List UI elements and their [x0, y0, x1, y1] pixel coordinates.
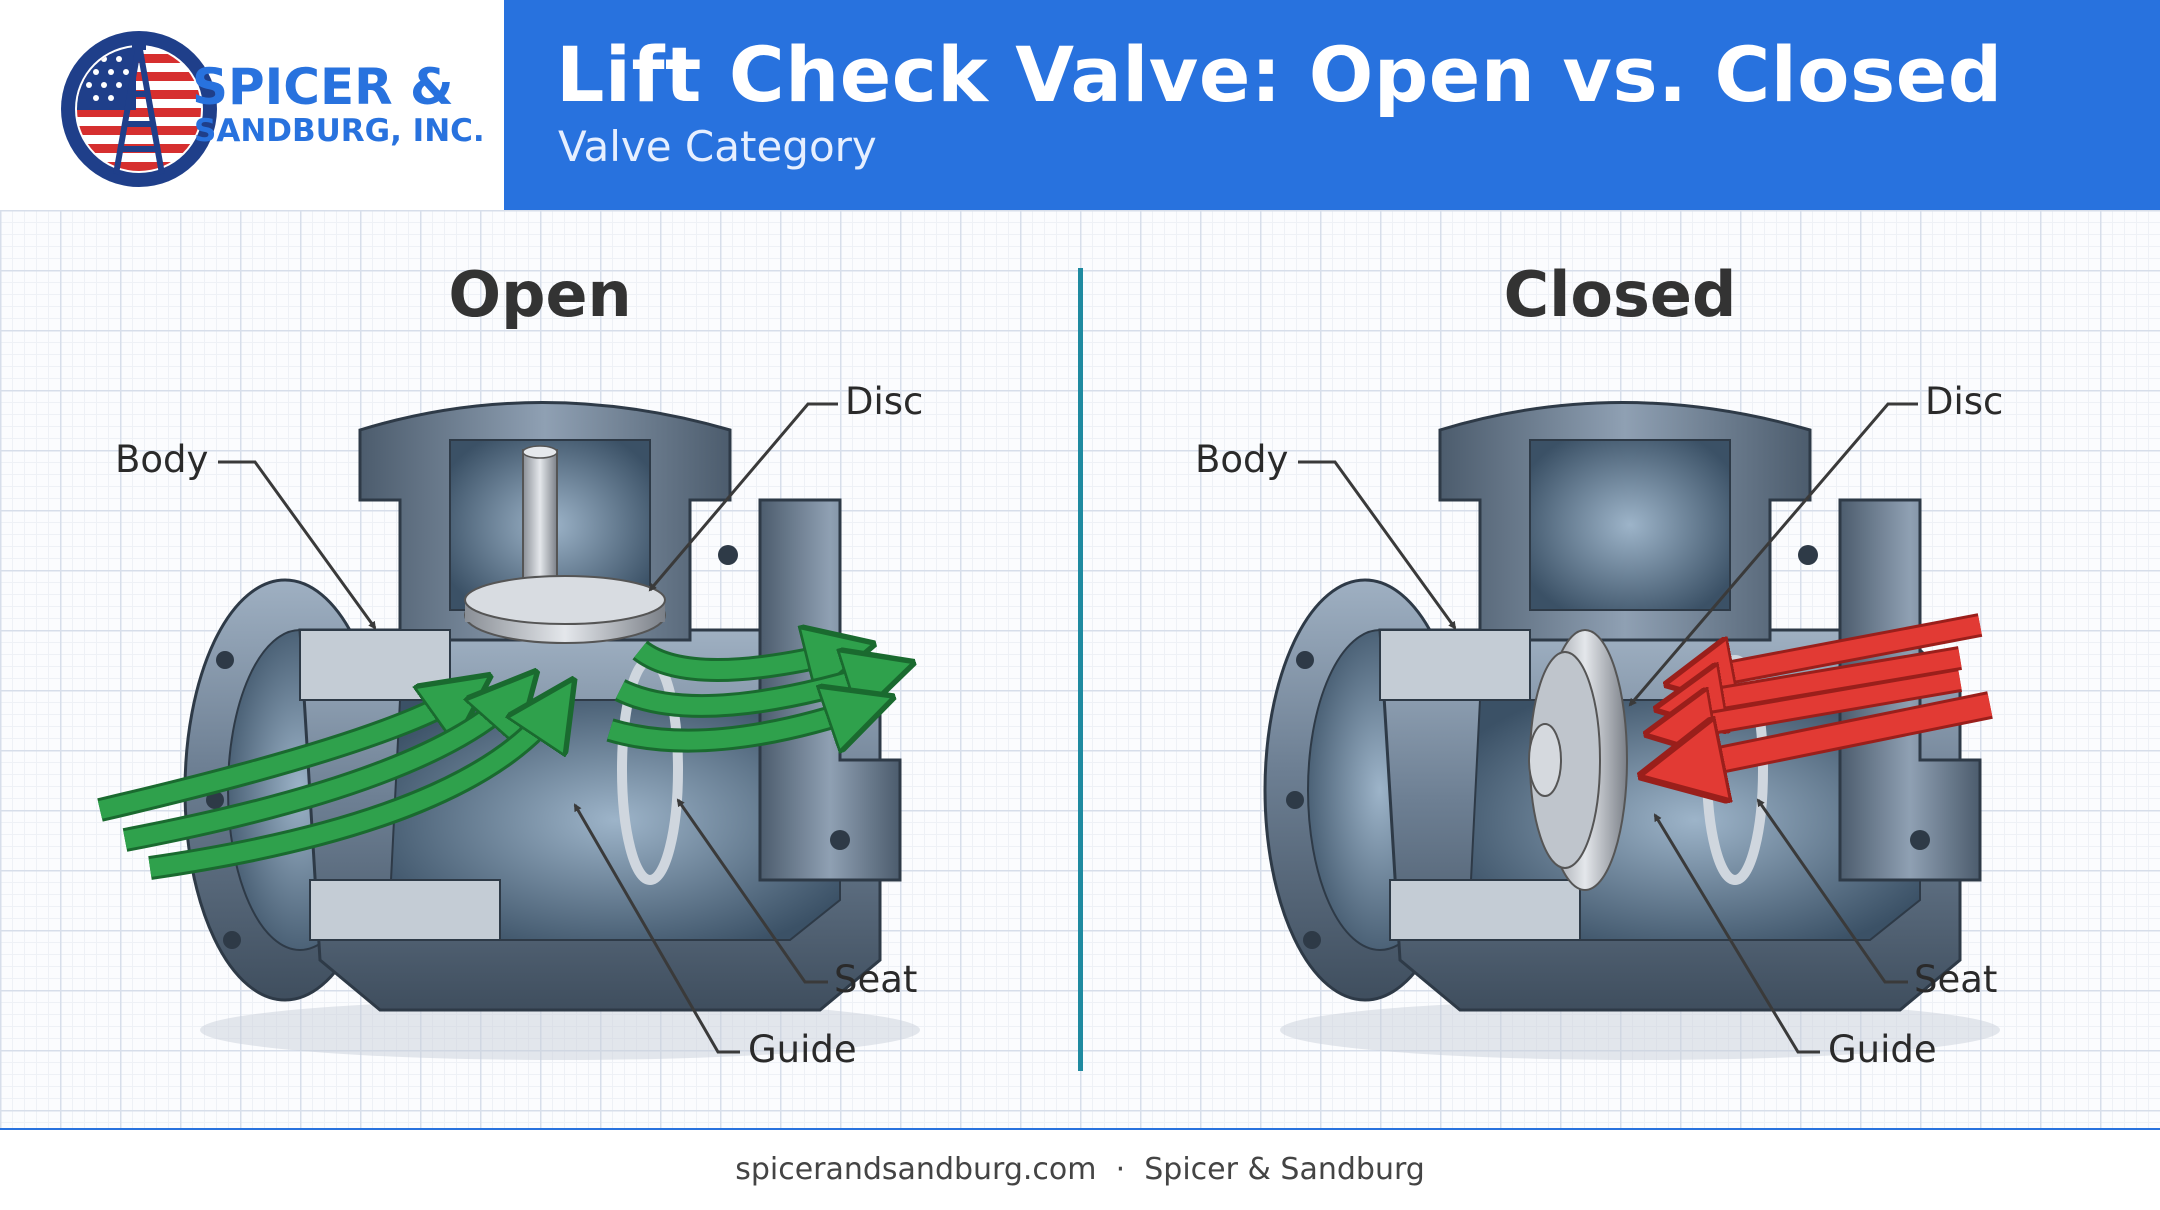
footer-site-link[interactable]: spicerandsandburg.com	[735, 1152, 1097, 1187]
open-guide-label: Guide	[748, 1028, 857, 1071]
footer-company: Spicer & Sandburg	[1144, 1152, 1425, 1187]
open-valve-illustration	[97, 401, 920, 1060]
page-title: Lift Check Valve: Open vs. Closed	[556, 30, 2003, 119]
open-body-label: Body	[115, 438, 209, 481]
open-disc-label: Disc	[845, 380, 924, 423]
brand-name-line1: SPICER &	[192, 58, 454, 116]
closed-guide-label: Guide	[1828, 1028, 1937, 1071]
panel-divider	[1078, 268, 1083, 1071]
page-subtitle: Valve Category	[558, 122, 877, 171]
open-seat-label: Seat	[834, 958, 918, 1001]
closed-panel-title: Closed	[1503, 258, 1737, 331]
brand-name-line2: SANDBURG, INC.	[194, 113, 485, 149]
open-panel-title: Open	[448, 258, 632, 331]
footer-divider	[0, 1128, 2160, 1130]
header: SPICER & SANDBURG, INC. Lift Check Valve…	[0, 0, 2160, 210]
footer: spicerandsandburg.com · Spicer & Sandbur…	[0, 1130, 2160, 1206]
company-logo-icon	[61, 31, 217, 187]
closed-body-label: Body	[1195, 438, 1289, 481]
closed-valve-illustration	[1263, 401, 2000, 1060]
footer-separator: ·	[1115, 1152, 1126, 1187]
closed-disc-label: Disc	[1925, 380, 2004, 423]
closed-seat-label: Seat	[1914, 958, 1998, 1001]
logo-area: SPICER & SANDBURG, INC.	[0, 0, 504, 210]
title-bar	[504, 0, 2160, 210]
